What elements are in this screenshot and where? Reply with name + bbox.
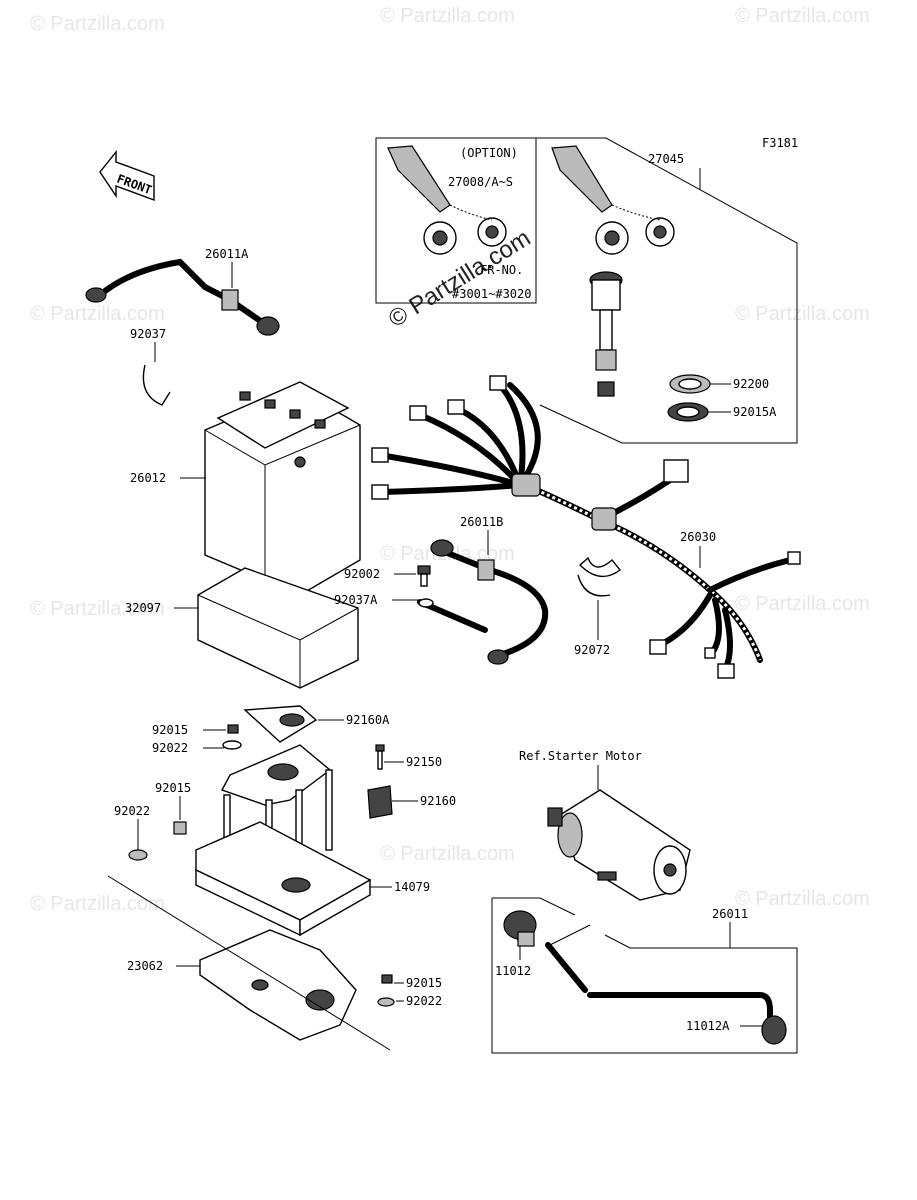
label-92160A: 92160A (346, 713, 390, 727)
label-92015-a: 92015 (152, 723, 188, 737)
label-26011: 26011 (712, 907, 748, 921)
watermark: © Partzilla.com (30, 893, 165, 915)
label-32097: 32097 (125, 601, 161, 615)
label-92072: 92072 (574, 643, 610, 657)
wiring-harness-26030 (371, 375, 801, 679)
watermark: © Partzilla.com (735, 303, 870, 325)
watermark: © Partzilla.com (30, 598, 165, 620)
watermark-layer: © Partzilla.com © Partzilla.com © Partzi… (30, 5, 870, 915)
label-92022-c: 92022 (406, 994, 442, 1008)
label-92037A: 92037A (334, 593, 378, 607)
label-11012A: 11012A (686, 1019, 730, 1033)
watermark: © Partzilla.com (735, 888, 870, 910)
key-set-box (536, 137, 798, 444)
option-note-line2: #3001~#3020 (452, 287, 531, 301)
label-92022-a: 92022 (152, 741, 188, 755)
watermark-center: © Partzilla.com (384, 224, 535, 333)
battery-tray-32097 (197, 567, 359, 689)
label-92015A: 92015A (733, 405, 777, 419)
label-92037: 92037 (130, 327, 166, 341)
band-92037 (142, 364, 171, 406)
option-note-line1: FR-NO. (480, 263, 523, 277)
band-92072 (578, 556, 621, 578)
cable-26011-box (491, 897, 798, 1054)
bracket-assembly (107, 705, 395, 1051)
option-part-label: 27008/A~S (448, 175, 513, 189)
watermark: © Partzilla.com (380, 5, 515, 27)
label-26012: 26012 (130, 471, 166, 485)
figure-code: F3181 (762, 136, 798, 150)
label-23062: 23062 (127, 959, 163, 973)
label-92200: 92200 (733, 377, 769, 391)
label-92015-c: 92015 (406, 976, 442, 990)
label-92002: 92002 (344, 567, 380, 581)
front-arrow-icon: FRONT (99, 150, 155, 202)
option-box: (OPTION) 27008/A~S FR-NO. #3001~#3020 (375, 137, 537, 304)
battery-cable-26011B (430, 539, 549, 665)
label-26011A: 26011A (205, 247, 249, 261)
starter-motor: Ref.Starter Motor (519, 749, 691, 901)
bolt-92002 (417, 565, 431, 587)
label-11012: 11012 (495, 964, 531, 978)
label-26030: 26030 (680, 530, 716, 544)
watermark: © Partzilla.com (735, 5, 870, 27)
label-92022-b: 92022 (114, 804, 150, 818)
watermark: © Partzilla.com (30, 13, 165, 35)
battery-cable-26011A (85, 258, 280, 336)
label-26011B: 26011B (460, 515, 503, 529)
watermark: © Partzilla.com (380, 843, 515, 865)
label-92160: 92160 (420, 794, 456, 808)
option-title: (OPTION) (460, 146, 518, 160)
watermark: © Partzilla.com (735, 593, 870, 615)
battery-26012 (204, 381, 361, 596)
ref-label: Ref.Starter Motor (519, 749, 642, 763)
watermark: © Partzilla.com (30, 303, 165, 325)
label-92015-b: 92015 (155, 781, 191, 795)
label-27045: 27045 (648, 152, 684, 166)
label-14079: 14079 (394, 880, 430, 894)
label-92150: 92150 (406, 755, 442, 769)
